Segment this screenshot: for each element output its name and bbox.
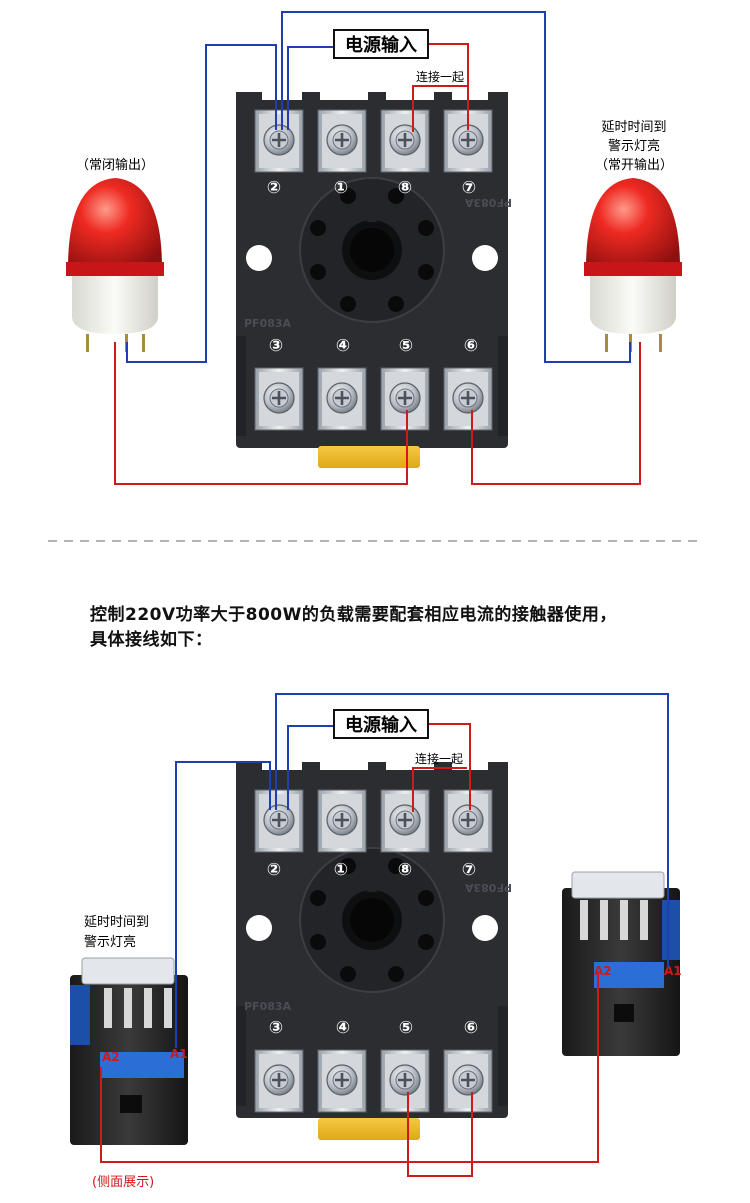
side-view-label: (侧面展示): [92, 1175, 154, 1190]
right-contactor: A2 A1: [562, 871, 682, 1056]
terminal-4: [316, 366, 368, 432]
right-contactor-a1: A1: [664, 964, 682, 978]
socket-model-text-2: PF083A: [244, 1000, 292, 1013]
terminal-5b: [379, 1048, 431, 1114]
pin-label-4: ④: [336, 336, 350, 356]
bottom-diagram: PF083A PF083A ② ① ⑧ ⑦ ③ ④ ⑤ ⑥: [70, 693, 682, 1190]
right-lamp-label-line3: （常开输出）: [595, 157, 673, 173]
link-together-label: 连接一起: [416, 69, 464, 84]
socket-model-mirrored-2: PF083A: [464, 881, 512, 894]
terminal-4b: [316, 1048, 368, 1114]
caption-line-1: 控制220V功率大于800W的负载需要配套相应电流的接触器使用，: [90, 605, 617, 625]
bottom-wires: [100, 693, 669, 1177]
terminal-8b: [379, 788, 431, 854]
pin-label-3: ③: [269, 336, 283, 356]
terminal-8: [379, 108, 431, 174]
pin-label-2b: ②: [267, 860, 281, 880]
left-contactor-a2: A2: [102, 1050, 120, 1064]
terminal-3: [253, 366, 305, 432]
top-wires: [114, 11, 641, 485]
power-input-label-2: 电源输入: [345, 714, 417, 736]
pin-label-3b: ③: [269, 1018, 283, 1038]
power-input-box-2: [333, 709, 429, 739]
right-lamp-label-line1: 延时时间到: [601, 120, 666, 135]
pin-label-8: ⑧: [398, 178, 412, 198]
link-together-label-2: 连接一起: [415, 751, 463, 766]
caption-line-2: 具体接线如下：: [90, 630, 213, 650]
left-contactor-label-line2: 警示灯亮: [84, 934, 136, 950]
terminal-2b: [253, 788, 305, 854]
top-diagram: PF083A PF083A ② ① ⑧ ⑦ ③ ④ ⑤ ⑥: [66, 11, 682, 485]
din-rail-clip: [318, 446, 420, 468]
pin-label-1: ①: [334, 178, 348, 198]
din-rail-clip-2: [318, 1118, 420, 1140]
terminal-5: [379, 366, 431, 432]
terminal-7b: [442, 788, 494, 854]
power-input-box: [333, 29, 429, 59]
right-lamp-label-line2: 警示灯亮: [608, 138, 660, 154]
right-contactor-a2: A2: [594, 964, 612, 978]
pin-label-6: ⑥: [464, 336, 478, 356]
terminal-1b: [316, 788, 368, 854]
power-input-label: 电源输入: [345, 34, 417, 56]
right-warning-lamp: [584, 178, 682, 352]
left-contactor-label-line1: 延时时间到: [84, 915, 149, 930]
pin-label-7: ⑦: [462, 178, 476, 198]
left-warning-lamp: [66, 178, 164, 352]
terminal-1: [316, 108, 368, 174]
pin-label-5: ⑤: [399, 336, 413, 356]
contactor-instruction-text: 控制220V功率大于800W的负载需要配套相应电流的接触器使用， 具体接线如下：: [90, 603, 710, 653]
left-lamp-label: （常闭输出）: [76, 157, 154, 173]
terminal-2: [253, 108, 305, 174]
socket-model-text: PF083A: [244, 317, 292, 330]
pin-label-7b: ⑦: [462, 860, 476, 880]
left-contactor: A2 A1: [70, 957, 188, 1145]
pin-label-6b: ⑥: [464, 1018, 478, 1038]
pin-label-5b: ⑤: [399, 1018, 413, 1038]
terminal-3b: [253, 1048, 305, 1114]
pin-label-2: ②: [267, 178, 281, 198]
socket-model-mirrored: PF083A: [464, 196, 512, 209]
left-contactor-a1: A1: [170, 1047, 188, 1061]
pin-label-4b: ④: [336, 1018, 350, 1038]
pin-label-8b: ⑧: [398, 860, 412, 880]
pin-label-1b: ①: [334, 860, 348, 880]
terminal-6b: [442, 1048, 494, 1114]
terminal-6: [442, 366, 494, 432]
